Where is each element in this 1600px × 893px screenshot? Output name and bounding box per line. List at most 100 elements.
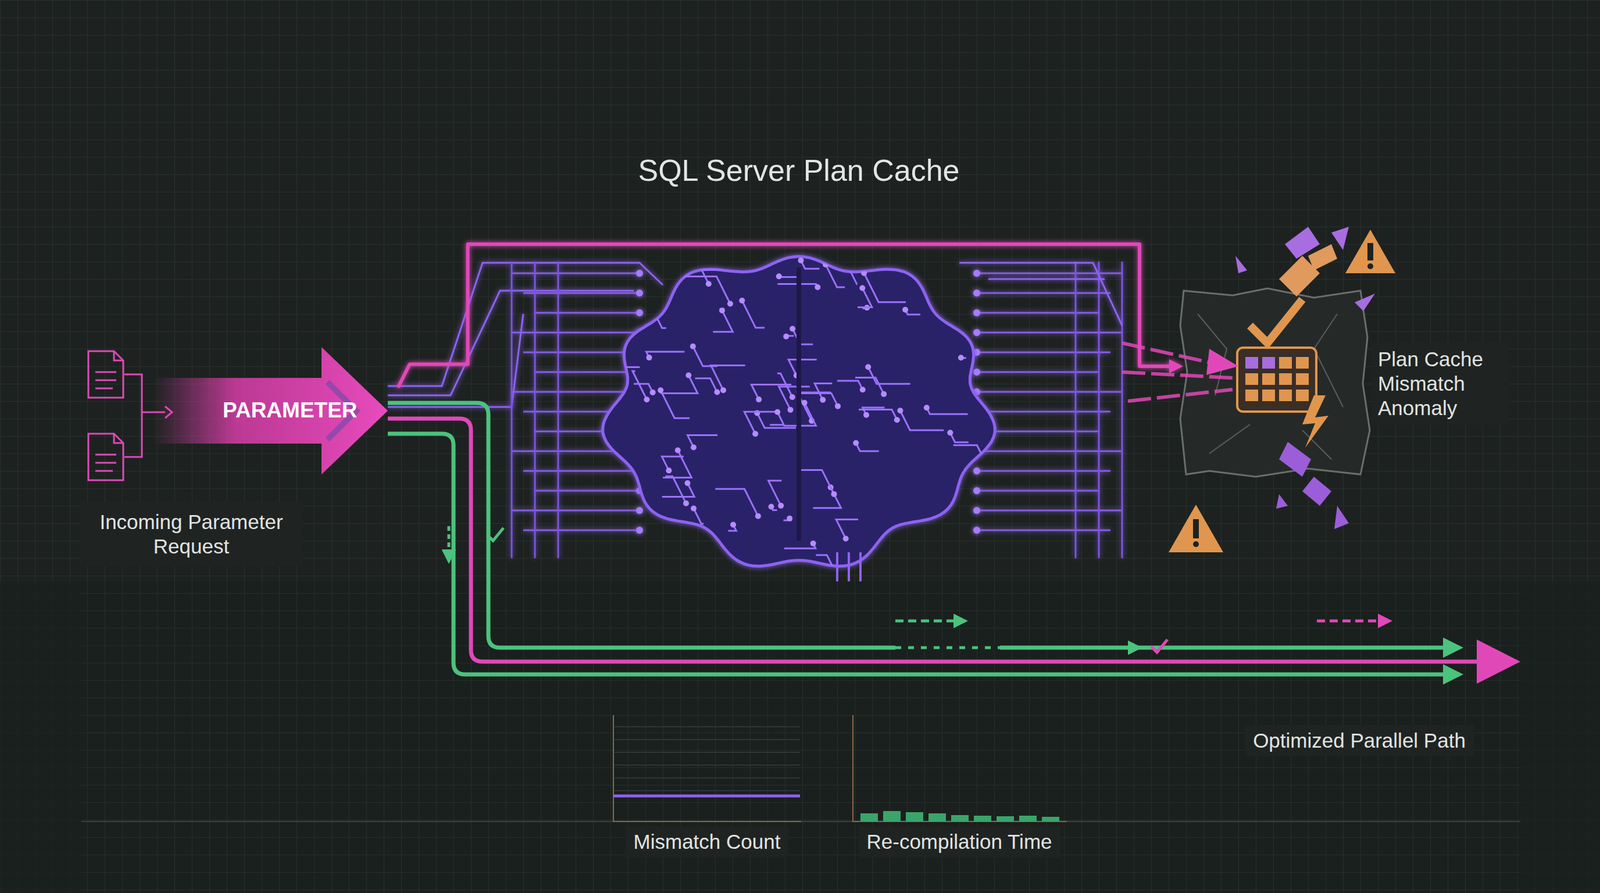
request-label-box: Incoming Parameter Request (79, 501, 303, 567)
brain-dot (783, 333, 789, 340)
brain-dot (685, 372, 692, 378)
brain-dot (690, 444, 697, 450)
circuit-trace (976, 292, 1111, 295)
brain-trace (836, 519, 859, 539)
brain-trace (662, 450, 692, 478)
circuit-bus (534, 261, 537, 559)
circuit-dot (973, 329, 981, 337)
cache-cell (1262, 389, 1275, 402)
mismatch-connector (398, 244, 1181, 388)
brain-trace (857, 287, 873, 307)
circuit-trace (976, 490, 1099, 492)
brain-trace (863, 273, 906, 303)
brain-dot (830, 491, 837, 498)
brain-trace (900, 410, 944, 431)
brain-dot (801, 400, 808, 406)
recompilation-time-chart (852, 715, 1067, 822)
circuit-trace (976, 450, 1123, 453)
cache-cell (1279, 356, 1292, 369)
brain-dot (834, 403, 841, 410)
brain-dot (947, 429, 953, 436)
brain-dot (768, 504, 775, 510)
cache-cell (1295, 373, 1309, 385)
circuit-dot (636, 269, 644, 277)
node-text: Plan Cache Mismatch Anomaly (1372, 342, 1509, 425)
brain-dot (880, 391, 887, 398)
brain-dot (941, 565, 948, 572)
circuit-dot (973, 526, 981, 534)
brain-dot (902, 306, 909, 313)
cracked-cache-box (1122, 226, 1396, 553)
brain-dot (774, 409, 781, 416)
brain-dot (755, 513, 762, 520)
brain-dot (787, 406, 794, 413)
circuit-trace (976, 331, 1123, 334)
circuit-trace (511, 272, 640, 275)
brain-trace (630, 244, 678, 273)
circuit-dot (973, 467, 981, 475)
circuit-dot (973, 506, 981, 514)
brain-dot (897, 407, 903, 414)
cache-cell (1262, 356, 1275, 369)
circuit-trace (534, 490, 640, 492)
brain-trace (788, 359, 817, 375)
brain-dot (923, 404, 930, 411)
chart-gridline (614, 777, 800, 779)
brain-dot (666, 534, 673, 541)
brain-trace (669, 537, 714, 546)
brain-trace (779, 386, 810, 410)
brain-dot (814, 284, 821, 291)
brain-dot (595, 494, 602, 501)
brain-dot (843, 536, 849, 542)
brain-trace (715, 488, 759, 517)
anomaly-box: Plan Cache Mismatch Anomaly (1180, 290, 1512, 477)
brain-dot (977, 522, 984, 528)
chart-bar (1041, 816, 1060, 822)
brain-fissure (796, 267, 802, 541)
chart-bar (973, 815, 992, 822)
brain-dot (643, 396, 650, 403)
circuit-bus (557, 261, 560, 559)
brain-dot (859, 284, 866, 291)
brain-dot (777, 502, 784, 509)
circuit-trace (511, 509, 640, 512)
brain-trace (955, 516, 981, 525)
parameter-arrow: PARAMETER (152, 347, 434, 475)
circuit-trace (976, 391, 1123, 394)
circuit-trace (976, 411, 1111, 413)
brain-outline (602, 256, 995, 567)
brain-trace (632, 370, 648, 400)
circuit-trace (976, 509, 1123, 512)
circuit-dot (636, 309, 644, 317)
brain-trace (693, 346, 718, 367)
brain-trace (801, 260, 820, 269)
circuit-trace (534, 371, 640, 374)
brain-dot (789, 394, 796, 400)
chart-gridline (614, 751, 800, 753)
brain-dot (690, 343, 696, 350)
brain-trace (598, 497, 645, 523)
circuit-feed (387, 262, 663, 407)
brain-trace (868, 366, 910, 384)
cache-cell (1295, 356, 1309, 369)
brain-trace (798, 469, 835, 494)
brain-dot (819, 397, 826, 403)
circuit-trace (523, 470, 640, 473)
circuit-trace (976, 351, 1111, 354)
path-label: Optimized Parallel Path (1244, 725, 1474, 757)
brain-dot (863, 412, 870, 419)
chart-gridline (614, 764, 800, 766)
brain-stem (837, 552, 861, 582)
chart-gridline (614, 738, 800, 741)
chart-bar (905, 812, 924, 822)
brain-dot (684, 480, 691, 487)
lower-band (0, 581, 1600, 893)
brain-trace (855, 377, 884, 395)
circuit-dot (636, 506, 644, 514)
chart-label: Re-compilation Time (858, 826, 1061, 858)
brain-dot (810, 540, 817, 547)
circuit-dot (973, 487, 981, 495)
